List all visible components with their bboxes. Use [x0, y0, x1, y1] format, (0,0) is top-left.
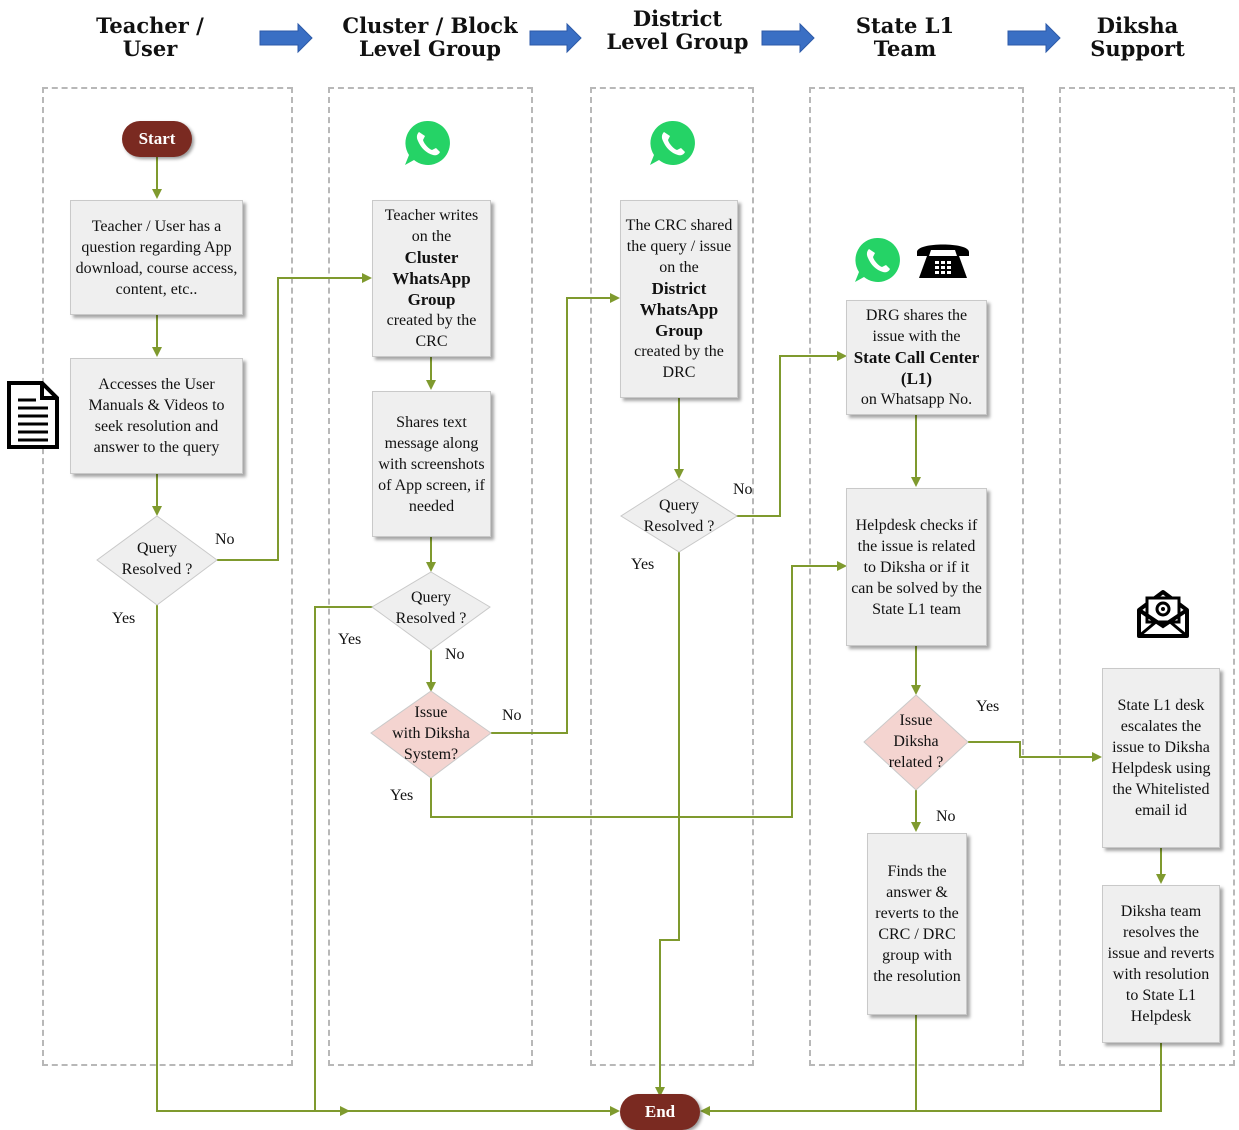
cluster-shares-text-box: Shares text message along with screensho…: [372, 391, 491, 537]
arrow-right-icon: [1007, 22, 1061, 54]
state-no-label: No: [936, 808, 956, 825]
header-district: District Level Group: [606, 6, 749, 54]
cluster-decision2-label: Issue with Diksha System?: [392, 704, 470, 763]
header-teacher-user: Teacher / User: [96, 13, 204, 61]
lane-cluster: [328, 87, 533, 1066]
whatsapp-icon: [650, 120, 695, 165]
state-finds-answer-box: Finds the answer & reverts to the CRC / …: [867, 833, 967, 1015]
lane-district: [590, 87, 754, 1066]
cluster-no-label: No: [445, 646, 465, 663]
teacher-question-box: Teacher / User has a question regarding …: [70, 200, 243, 315]
arrow-right-icon: [529, 22, 582, 54]
state-box-text-pre: DRG shares the issue with the: [865, 307, 968, 345]
cluster-no2-label: No: [502, 707, 522, 724]
arrow-right-icon: [259, 22, 313, 54]
whatsapp-icon: [405, 120, 450, 165]
state-decision-label: Issue Diksha related ?: [888, 712, 944, 771]
diksha-escalate-box: State L1 desk escalates the issue to Dik…: [1102, 668, 1220, 848]
district-yes-label: Yes: [631, 556, 655, 573]
decision-cluster-query-resolved: [371, 571, 491, 651]
state-box-text-bold: State Call Center (L1): [853, 348, 980, 388]
header-state-l1: State L1 Team: [855, 13, 955, 61]
cluster-yes-label: Yes: [338, 631, 362, 648]
cluster-box-text-bold: Cluster WhatsApp Group: [392, 248, 471, 309]
teacher-no-label: No: [215, 531, 235, 548]
state-helpdesk-check-box: Helpdesk checks if the issue is related …: [846, 488, 987, 646]
district-decision-label: Query Resolved ?: [643, 497, 715, 535]
email-icon: [1137, 590, 1189, 638]
lane-diksha: [1059, 87, 1235, 1066]
whatsapp-icon: [855, 237, 900, 282]
document-icon: [7, 381, 59, 449]
header-cluster-block: Cluster / Block Level Group: [342, 13, 518, 61]
teacher-user-manuals-box: Accesses the User Manuals & Videos to se…: [70, 358, 243, 474]
diksha-resolves-box: Diksha team resolves the issue and rever…: [1102, 885, 1220, 1043]
arrow-right-icon: [761, 22, 815, 54]
district-no-label: No: [733, 481, 753, 498]
decision-cluster-issue-diksha: [370, 690, 492, 779]
end-terminal: End: [620, 1094, 700, 1130]
state-box-text-post: on Whatsapp No.: [860, 391, 973, 408]
start-terminal: Start: [122, 121, 192, 157]
teacher-yes-label: Yes: [112, 610, 136, 627]
state-call-center-box: DRG shares the issue with the State Call…: [846, 300, 987, 415]
decision-state-issue-diksha: [863, 694, 969, 791]
cluster-yes2-label: Yes: [390, 787, 414, 804]
cluster-decision-label: Query Resolved ?: [395, 589, 467, 627]
header-arrows: [259, 22, 1061, 54]
cluster-box-text-post: created by the CRC: [386, 312, 477, 350]
teacher-decision-label: Query Resolved ?: [121, 540, 193, 578]
lane-teacher: [42, 87, 293, 1066]
district-box-text-post: created by the DRC: [634, 343, 724, 381]
cluster-box-text-pre: Teacher writes on the: [384, 207, 479, 245]
decision-teacher-query-resolved: [96, 515, 218, 606]
header-diksha-support: Diksha Support: [1090, 13, 1185, 61]
district-whatsapp-box: The CRC shared the query / issue on the …: [620, 200, 738, 398]
state-yes-label: Yes: [976, 698, 1000, 715]
district-box-text-bold: District WhatsApp Group: [639, 279, 719, 340]
cluster-whatsapp-box: Teacher writes on the Cluster WhatsApp G…: [372, 200, 491, 357]
telephone-icon: [917, 244, 969, 278]
district-box-text-pre: The CRC shared the query / issue on the: [625, 217, 733, 276]
decision-district-query-resolved: [620, 478, 738, 553]
